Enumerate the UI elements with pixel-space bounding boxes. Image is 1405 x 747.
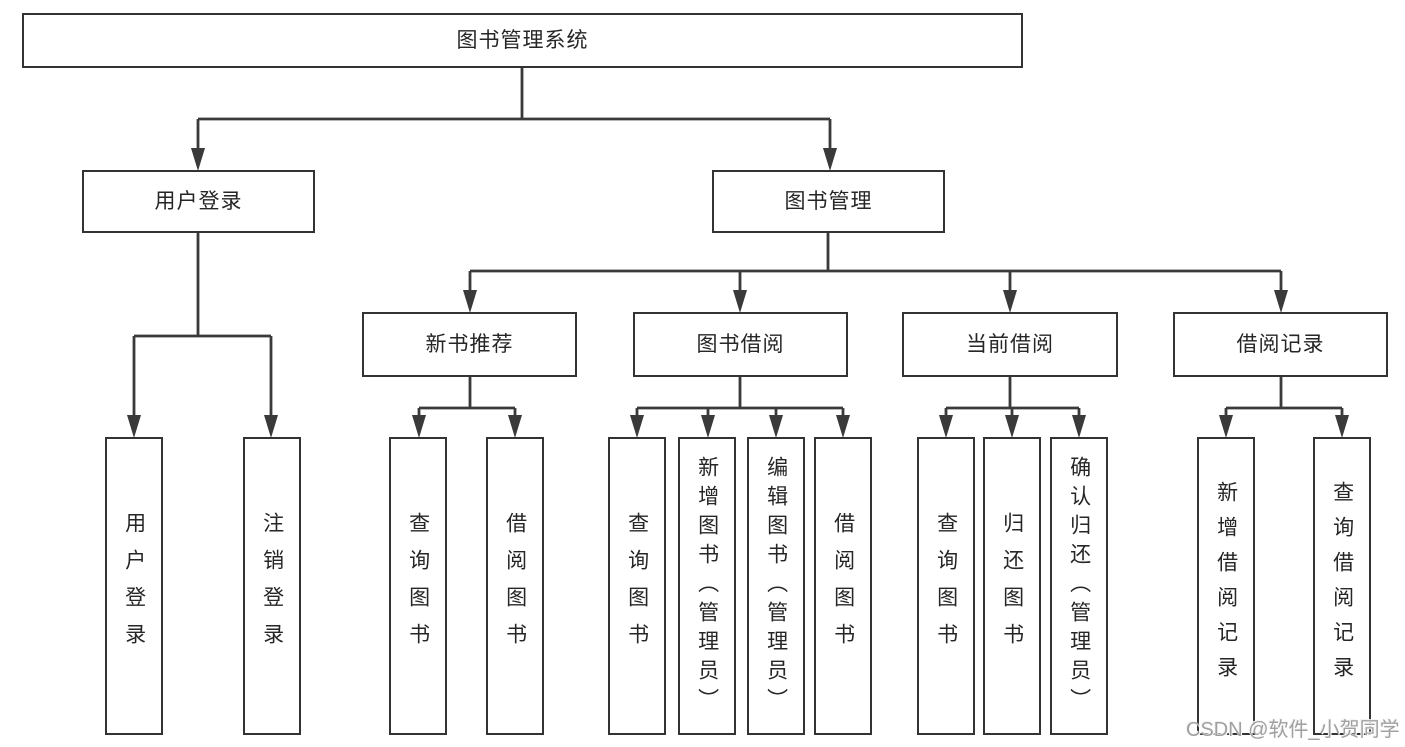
connector-user-login-children — [127, 233, 278, 438]
leaf-confirm-return-admin: 确认归还（管理员） — [1050, 437, 1108, 735]
node-new-book-recommend: 新书推荐 — [362, 312, 577, 377]
leaf-add-borrow-record: 新增借阅记录 — [1197, 437, 1255, 735]
leaf-query-borrow-record: 查询借阅记录 — [1313, 437, 1371, 735]
connector-borrow-records-children — [1219, 377, 1349, 438]
leaf-borrow-books-recommend: 借阅图书 — [486, 437, 544, 735]
leaf-user-login: 用户登录 — [105, 437, 163, 735]
node-user-login: 用户登录 — [82, 170, 315, 233]
connector-book-management-children — [463, 233, 1288, 313]
leaf-borrow-books: 借阅图书 — [814, 437, 872, 735]
node-library-system: 图书管理系统 — [22, 13, 1023, 68]
leaf-edit-book-admin: 编辑图书（管理员） — [747, 437, 805, 735]
connector-book-borrow-children — [630, 377, 850, 438]
leaf-query-books-current: 查询图书 — [917, 437, 975, 735]
leaf-add-book-admin: 新增图书（管理员） — [678, 437, 736, 735]
leaf-logout: 注销登录 — [243, 437, 301, 735]
leaf-query-books-recommend: 查询图书 — [389, 437, 447, 735]
csdn-watermark: CSDN @软件_小贺同学 — [1186, 719, 1400, 741]
node-borrow-records: 借阅记录 — [1173, 312, 1388, 377]
node-book-management: 图书管理 — [712, 170, 945, 233]
leaf-query-books-borrow: 查询图书 — [608, 437, 666, 735]
connector-new-book-children — [412, 377, 522, 438]
node-book-borrow: 图书借阅 — [633, 312, 848, 377]
node-current-borrow: 当前借阅 — [902, 312, 1118, 377]
leaf-return-books: 归还图书 — [983, 437, 1041, 735]
connector-current-borrow-children — [939, 377, 1086, 438]
connector-root-to-level2 — [191, 68, 837, 171]
